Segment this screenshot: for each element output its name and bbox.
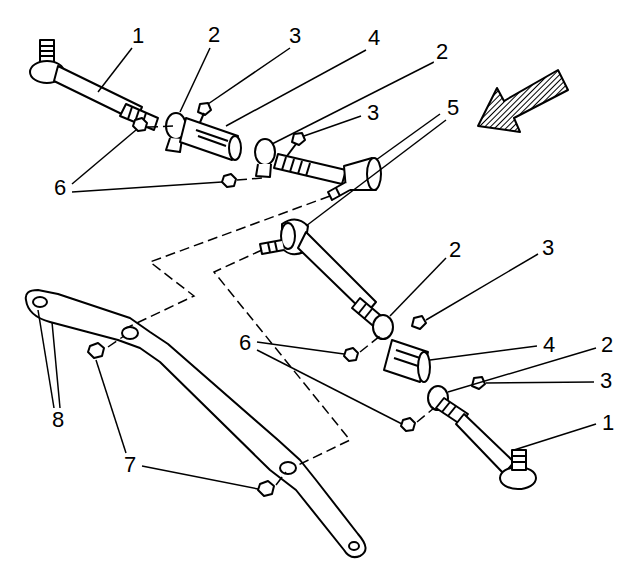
callout-number: 5 <box>445 97 461 119</box>
callout-number: 3 <box>287 25 303 47</box>
callout-number: 2 <box>434 41 450 63</box>
callout-number: 7 <box>122 454 138 476</box>
callout-number: 2 <box>599 334 615 356</box>
callout-number: 6 <box>237 332 253 354</box>
callout-number: 6 <box>52 177 68 199</box>
callout-number: 3 <box>540 237 556 259</box>
callout-number: 2 <box>206 24 222 46</box>
callout-number: 1 <box>130 25 146 47</box>
callout-number: 3 <box>365 102 381 124</box>
callout-number: 4 <box>541 334 557 356</box>
callout-number: 2 <box>447 239 463 261</box>
callout-number: 1 <box>600 412 616 434</box>
callout-number: 8 <box>50 409 66 431</box>
callout-number: 3 <box>598 370 614 392</box>
callout-number: 4 <box>366 27 382 49</box>
